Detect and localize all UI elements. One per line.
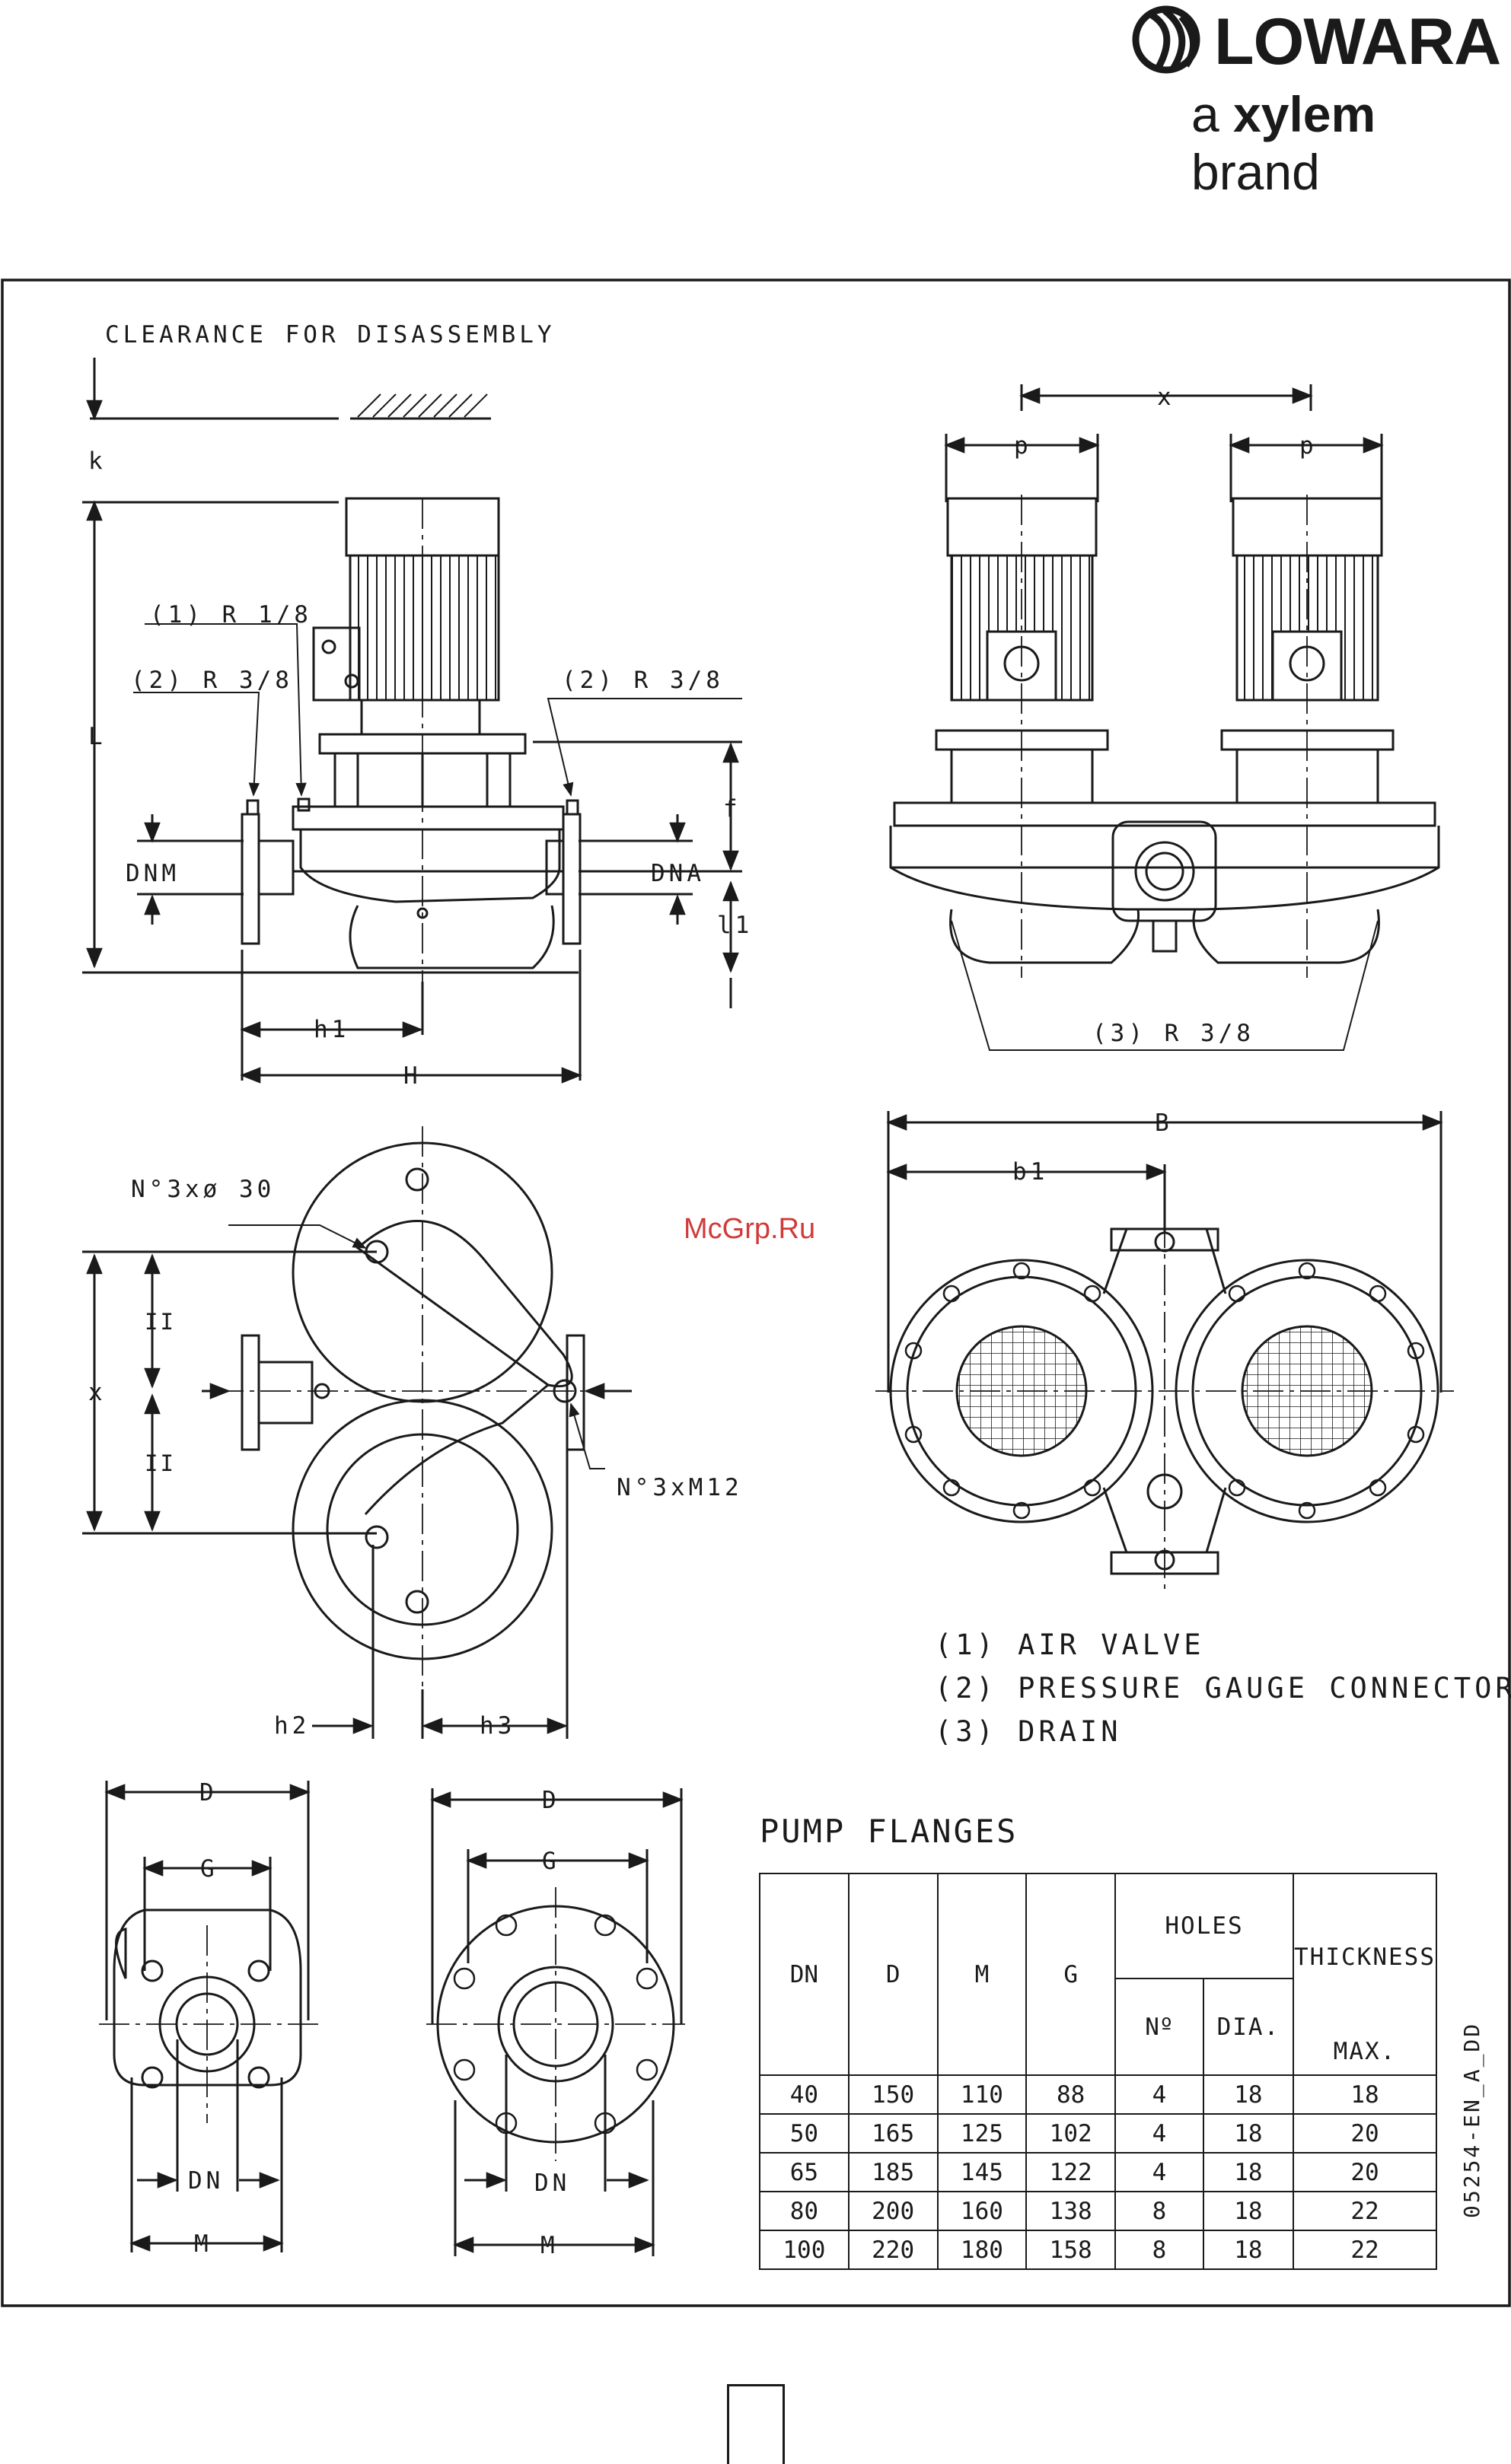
dim-p1-label: p <box>1014 432 1032 460</box>
drain-connection-label: (3) R 3/8 <box>1092 1020 1254 1047</box>
twin-pump-plan-view <box>875 1111 1454 1590</box>
legend-air-valve: (1) AIR VALVE <box>935 1628 1205 1661</box>
pump-flanges-title: PUMP FLANGES <box>760 1813 1018 1850</box>
plan-view <box>82 1126 632 1739</box>
dim-h3-label: h3 <box>480 1712 516 1740</box>
header-m: M <box>936 1873 1028 2076</box>
dim-DNM-label: DNM <box>126 860 180 887</box>
dim-x-top-label: x <box>1157 384 1175 411</box>
holes-30-label: N°3xø 30 <box>131 1176 276 1203</box>
legend-pressure-gauge: (2) PRESSURE GAUGE CONNECTOR <box>935 1672 1511 1705</box>
dim-p2-label: p <box>1299 432 1318 460</box>
flange-8-holes-view <box>426 1788 685 2256</box>
lowara-logo-icon <box>1132 5 1200 74</box>
twin-pump-front-view <box>889 384 1440 1051</box>
dim-h2-label: h2 <box>274 1712 311 1740</box>
flange1-DN-label: DN <box>188 2167 225 2195</box>
side-elevation-view <box>82 358 742 1084</box>
dim-f-label: f <box>723 795 741 823</box>
drawing-frame <box>1 279 1511 2307</box>
header-dn: DN <box>759 1873 850 2076</box>
brand-name: LOWARA <box>1214 5 1501 78</box>
dim-H-label: H <box>403 1062 422 1090</box>
flange1-M-label: M <box>194 2230 212 2258</box>
watermark: McGrp.Ru <box>684 1213 816 1245</box>
dim-L-label: L <box>88 723 107 750</box>
flange2-G-label: G <box>542 1848 560 1875</box>
m12-label: N°3xM12 <box>617 1474 743 1501</box>
dim-x-side-label: x <box>88 1379 107 1406</box>
pump-flanges-table: DN D M G HOLES THICKNESS Nº DIA. MAX. 40… <box>759 1873 1437 2270</box>
flange-4-holes-view <box>99 1781 320 2252</box>
header-thickness-max: MAX. <box>1293 1979 1437 2076</box>
gauge-connection-left-label: (2) R 3/8 <box>131 667 293 694</box>
dim-l1-label: l1 <box>717 912 754 939</box>
air-valve-connection-label: (1) R 1/8 <box>150 601 312 629</box>
page-number-box <box>727 2384 785 2464</box>
legend-drain: (3) DRAIN <box>935 1715 1122 1748</box>
dim-ii-upper-label: II <box>145 1309 176 1335</box>
header-holes-dia: DIA. <box>1202 1978 1295 2076</box>
dim-ii-lower-label: II <box>145 1450 176 1476</box>
flange2-D-label: D <box>542 1787 560 1814</box>
header-d: D <box>847 1873 939 2076</box>
header-thickness: THICKNESS <box>1293 1873 1437 1979</box>
flange2-M-label: M <box>540 2232 559 2259</box>
header-holes: HOLES <box>1114 1873 1295 1979</box>
flange2-DN-label: DN <box>534 2170 571 2197</box>
gauge-connection-right-label: (2) R 3/8 <box>562 667 724 694</box>
drawing-code: 05254-EN_A_DD <box>1459 2021 1484 2218</box>
clearance-label: CLEARANCE FOR DISASSEMBLY <box>105 321 556 349</box>
dim-k-label: k <box>88 447 107 475</box>
header-g: G <box>1025 1873 1117 2076</box>
dim-h1-label: h1 <box>314 1016 350 1043</box>
brand-tagline: a xylem brand <box>1191 86 1376 200</box>
dim-b1-label: b1 <box>1012 1158 1049 1186</box>
dim-B-label: B <box>1155 1109 1173 1137</box>
flange1-G-label: G <box>200 1855 218 1883</box>
header-holes-no: Nº <box>1114 1978 1204 2076</box>
flange1-D-label: D <box>199 1779 218 1807</box>
dim-DNA-label: DNA <box>651 860 705 887</box>
